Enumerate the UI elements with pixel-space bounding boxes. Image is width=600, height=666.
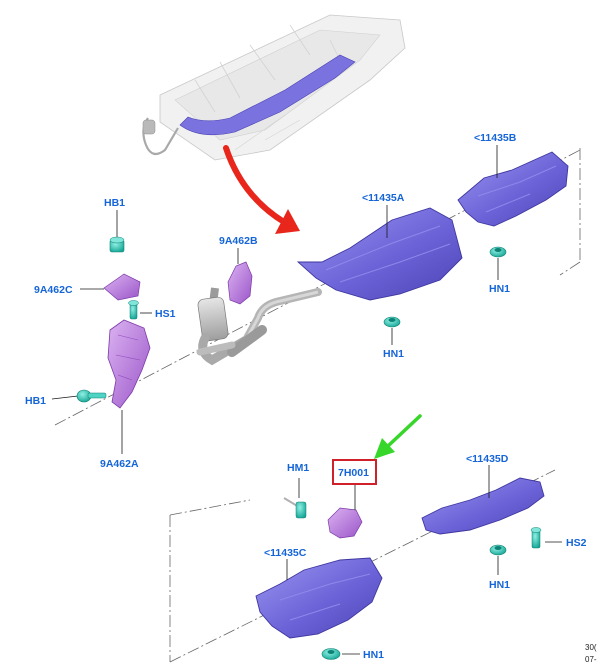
callout-7h001[interactable]: 7H001 xyxy=(338,467,369,479)
callout-hb1-left[interactable]: HB1 xyxy=(25,395,46,407)
leader-lines xyxy=(51,145,562,655)
red-arrow-icon xyxy=(223,145,300,234)
stud-hm1 xyxy=(283,497,307,519)
heat-shield-9a462c xyxy=(103,273,141,301)
callout-hs1[interactable]: HS1 xyxy=(155,308,176,320)
heat-shield-9a462b xyxy=(227,261,253,305)
bolt-hs2 xyxy=(530,527,542,549)
callout-9a462b[interactable]: 9A462B xyxy=(219,235,258,247)
nut-hb1-top xyxy=(109,236,125,253)
heat-shield-9a462a xyxy=(107,319,151,409)
nut-hn1-c xyxy=(321,648,341,660)
stud-hs1 xyxy=(128,300,139,320)
callout-hn1-a[interactable]: HN1 xyxy=(383,348,404,360)
callout-hm1[interactable]: HM1 xyxy=(287,462,309,474)
fasteners xyxy=(76,236,542,660)
callout-9a462c[interactable]: 9A462C xyxy=(34,284,73,296)
vehicle-floor-overview xyxy=(142,14,406,161)
nut-hn1-d xyxy=(489,544,507,556)
callout-11435d[interactable]: <11435D xyxy=(466,453,509,465)
callout-labels: HB1 9A462C HS1 HB1 9A462A 9A462B <11435A… xyxy=(25,132,587,661)
footer-ref-line2: 07- xyxy=(585,655,597,664)
nut-hn1-b xyxy=(489,246,507,258)
callout-hb1-top[interactable]: HB1 xyxy=(104,197,125,209)
callout-hn1-c[interactable]: HN1 xyxy=(363,649,384,661)
green-arrow-icon xyxy=(374,414,422,459)
callout-hn1-b[interactable]: HN1 xyxy=(489,283,510,295)
callout-hn1-d[interactable]: HN1 xyxy=(489,579,510,591)
callout-hs2[interactable]: HS2 xyxy=(566,537,587,549)
nut-hb1-left xyxy=(76,389,107,403)
overview-exhaust-shield xyxy=(179,54,356,136)
callout-9a462a[interactable]: 9A462A xyxy=(100,458,139,470)
footer-ref-line1: 30( xyxy=(585,643,597,652)
highlight-box-7h001 xyxy=(332,459,377,485)
callout-11435c[interactable]: <11435C xyxy=(264,547,307,559)
nut-hn1-a xyxy=(383,316,401,328)
heat-shield-11435d xyxy=(421,477,545,535)
heat-shield-11435a xyxy=(296,207,463,301)
heat-shield-11435b xyxy=(457,151,569,227)
callout-11435a[interactable]: <11435A xyxy=(362,192,405,204)
exhaust-pipe-catalyst xyxy=(196,287,322,366)
heat-shield-7h001 xyxy=(327,507,363,539)
heat-shield-11435c xyxy=(255,557,383,639)
callout-11435b[interactable]: <11435B xyxy=(474,132,517,144)
